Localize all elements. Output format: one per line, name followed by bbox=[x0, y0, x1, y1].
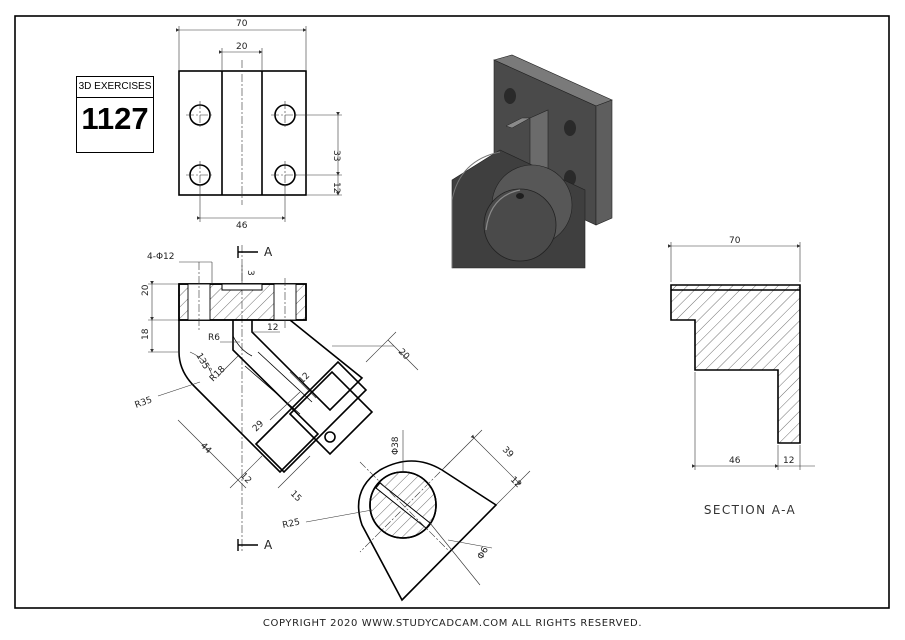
front-dim-20: 20 bbox=[141, 284, 151, 296]
front-slot-notch bbox=[221, 283, 263, 291]
front-dim-r6: R6 bbox=[208, 333, 220, 343]
iso-hole-1 bbox=[504, 88, 516, 104]
front-dim-12-top: 12 bbox=[267, 323, 278, 333]
front-dim-18: 18 bbox=[141, 328, 151, 340]
iso-base-curve bbox=[451, 151, 501, 268]
top-dim-20: 20 bbox=[236, 42, 248, 52]
front-dim-39: 39 bbox=[500, 445, 515, 460]
front-dim-holes: 4-Φ12 bbox=[147, 252, 175, 262]
front-dim-3: 3 bbox=[245, 270, 255, 276]
section-marker-top: A bbox=[264, 245, 273, 259]
iso-boss-hole bbox=[516, 193, 524, 199]
front-dim-phi38: Φ38 bbox=[391, 436, 401, 455]
iso-rib-left bbox=[505, 117, 531, 129]
front-arm-outline bbox=[178, 319, 364, 474]
section-marker-bottom: A bbox=[264, 538, 273, 552]
front-dim-29: 29 bbox=[251, 419, 266, 434]
top-view: 70 20 46 33 12 bbox=[176, 19, 342, 231]
top-view-outline bbox=[178, 70, 307, 196]
badge-number: 1127 bbox=[81, 101, 149, 136]
front-dim-12-right: 12 bbox=[508, 475, 523, 490]
front-dim-44: 44 bbox=[198, 441, 213, 456]
section-body bbox=[670, 284, 801, 444]
top-dim-70: 70 bbox=[236, 19, 248, 29]
front-view: A A 4-Φ12 3 2 bbox=[134, 245, 531, 602]
front-dim-15: 15 bbox=[288, 489, 303, 504]
front-boss-hole bbox=[324, 431, 336, 443]
section-view: 70 46 12 bbox=[668, 236, 815, 470]
section-dim-46: 46 bbox=[729, 456, 741, 466]
front-boss-block bbox=[254, 360, 368, 474]
badge-label: 3D EXERCISES bbox=[77, 77, 153, 98]
iso-boss-highlight bbox=[485, 189, 521, 231]
front-dim-r25: R25 bbox=[282, 517, 301, 530]
front-boss-inner bbox=[288, 370, 374, 456]
iso-boss-face bbox=[483, 188, 557, 262]
iso-plate-side bbox=[595, 99, 613, 226]
front-dim-12-mid: 12 bbox=[297, 371, 312, 386]
top-dim-12: 12 bbox=[331, 182, 341, 193]
section-dim-12: 12 bbox=[783, 456, 794, 466]
copyright-footer: COPYRIGHT 2020 WWW.STUDYCADCAM.COM ALL R… bbox=[262, 618, 643, 629]
section-label: SECTION A-A bbox=[703, 503, 797, 517]
exercise-badge: 3D EXERCISES 1127 bbox=[76, 76, 154, 153]
top-dim-46: 46 bbox=[236, 221, 248, 231]
section-dim-70: 70 bbox=[729, 236, 741, 246]
front-dim-r35: R35 bbox=[134, 395, 154, 410]
front-dim-12-low: 12 bbox=[238, 471, 253, 486]
isometric-view bbox=[451, 54, 613, 269]
front-arm-fillet bbox=[232, 335, 253, 357]
front-lug-outline bbox=[357, 460, 498, 602]
top-dim-33: 33 bbox=[331, 150, 341, 161]
iso-hole-2 bbox=[564, 120, 576, 136]
front-dim-20-right: 20 bbox=[396, 347, 411, 362]
sheet-border bbox=[14, 15, 890, 609]
